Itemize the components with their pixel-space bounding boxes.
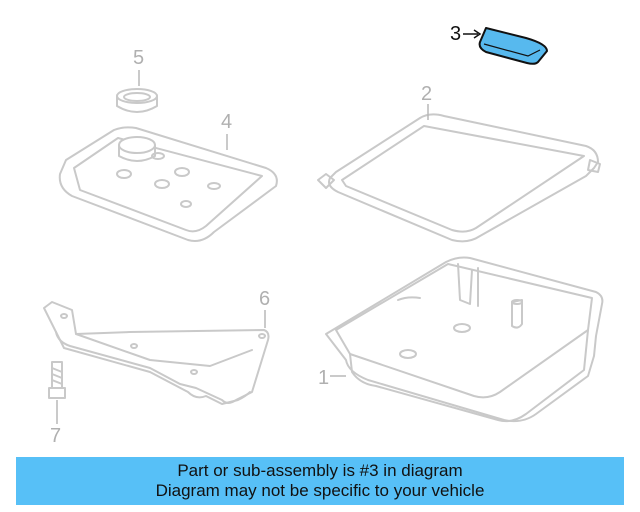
callout-6: 6 [259,288,270,310]
parts-diagram: 3 5 4 2 [43,23,604,447]
part-2-gasket [317,113,601,243]
part-3-highlighted[interactable] [478,27,548,65]
callout-3: 3 [450,23,461,45]
callout-1: 1 [318,367,329,389]
callout-5: 5 [133,47,144,69]
callout-7: 7 [50,425,61,447]
leader-3-arrow [473,29,482,39]
part-5-seal [116,88,158,113]
part-1-oil-pan [325,256,604,423]
callout-4: 4 [221,111,232,133]
part-6-bracket [43,301,270,405]
banner-line-1: Part or sub-assembly is #3 in diagram [177,461,463,480]
callout-2: 2 [421,83,432,105]
part-4-filter [58,126,278,242]
banner-line-2: Diagram may not be specific to your vehi… [155,481,485,500]
info-banner: Part or sub-assembly is #3 in diagram Di… [16,457,624,505]
part-7-bolt [48,361,66,399]
